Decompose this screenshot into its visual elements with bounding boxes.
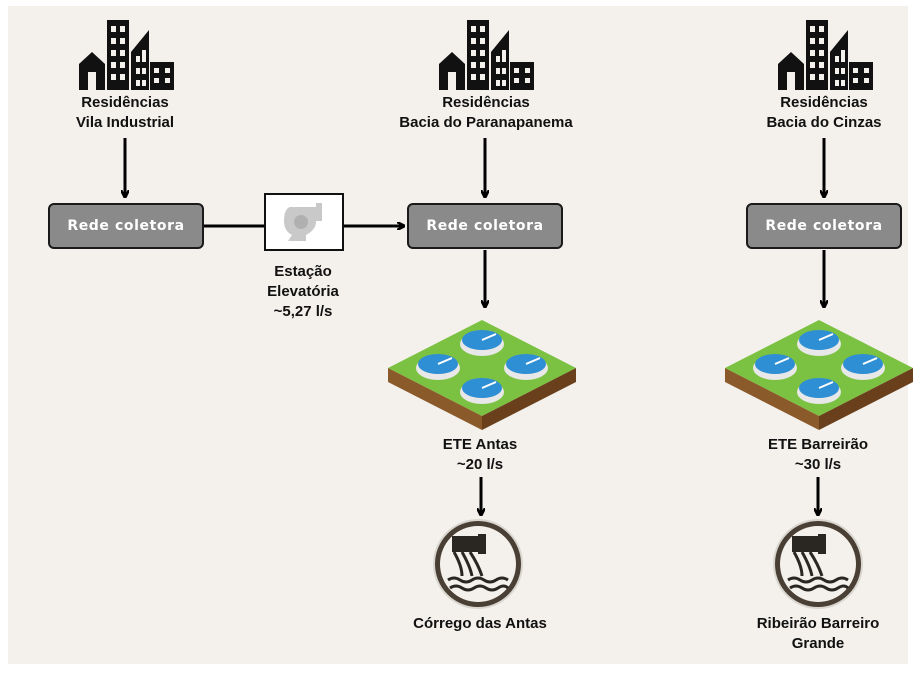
source-label-vila-industrial: Residências Vila Industrial [45, 93, 205, 133]
pump-station-box [264, 193, 344, 251]
pump-station-label: Estação Elevatória ~5,27 l/s [228, 262, 378, 322]
outfall-label-antas: Córrego das Antas [413, 615, 547, 632]
city-buildings-icon [439, 20, 534, 90]
source-label-line2: Bacia do Paranapanema [399, 114, 573, 131]
source-label-line2: Bacia do Cinzas [766, 114, 882, 131]
ete-flow: ~20 l/s [456, 456, 504, 473]
treatment-plant-icon [725, 320, 913, 430]
ete-name: ETE Barreirão [767, 436, 869, 453]
pump-label-line2: Elevatória [267, 283, 339, 300]
outfall-label-barreiro: Ribeirão Barreiro Grande [728, 614, 908, 654]
treatment-plant-icon [388, 320, 576, 430]
source-label-line2: Vila Industrial [75, 114, 175, 131]
network-box-vila: Rede coletora [48, 203, 204, 249]
source-label-line1: Residências [81, 94, 169, 111]
outfall-label-line2: Grande [791, 635, 845, 652]
pump-icon [284, 203, 322, 241]
source-label-cinzas: Residências Bacia do Cinzas [734, 93, 914, 133]
ete-name: ETE Antas [442, 436, 518, 453]
ete-flow: ~30 l/s [794, 456, 842, 473]
network-box-cinzas: Rede coletora [746, 203, 902, 249]
source-label-line1: Residências [780, 94, 868, 111]
ete-antas-label: ETE Antas ~20 l/s [400, 435, 560, 475]
source-label-line1: Residências [442, 94, 530, 111]
pump-label-line1: Estação [274, 263, 332, 280]
city-buildings-icon [79, 20, 174, 90]
network-box-paranapanema: Rede coletora [407, 203, 563, 249]
outfall-discharge-icon [433, 519, 523, 609]
source-label-paranapanema: Residências Bacia do Paranapanema [380, 93, 592, 133]
pump-flow: ~5,27 l/s [273, 303, 333, 320]
outfall-label-line1: Ribeirão Barreiro [756, 615, 880, 632]
city-buildings-icon [778, 20, 873, 90]
ete-barreirao-label: ETE Barreirão ~30 l/s [738, 435, 898, 475]
outfall-discharge-icon [773, 519, 863, 609]
